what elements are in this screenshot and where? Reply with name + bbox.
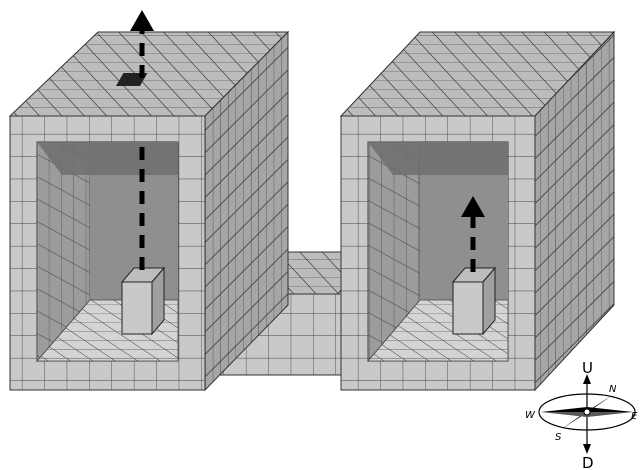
compass-label-east: E — [631, 411, 638, 422]
right-frame — [339, 30, 616, 392]
right-frame-inner-back-wall — [420, 142, 508, 300]
left-frame — [8, 30, 290, 392]
right-cube-front — [452, 281, 484, 335]
compass-label-north: N — [609, 384, 617, 395]
left-cube — [120, 266, 166, 336]
right-frame-inner-shadow — [368, 142, 508, 175]
left-cube-front — [121, 281, 153, 335]
compass-label-up: U — [582, 359, 593, 377]
compass-center — [583, 408, 591, 416]
compass-label-south: S — [555, 432, 562, 443]
left-arrow-head — [130, 10, 154, 31]
right-cube — [451, 266, 497, 336]
compass-rose: U D N E S W — [525, 359, 638, 470]
compass-up-arrowhead — [583, 374, 591, 384]
compass-label-west: W — [525, 410, 536, 421]
left-frame-inner-back-wall — [90, 142, 178, 300]
left-cube-arrow — [130, 10, 154, 270]
compass-down-arrowhead — [583, 444, 591, 454]
compass-label-down: D — [582, 454, 594, 470]
right-cube-arrow — [461, 196, 485, 272]
right-arrow-head — [461, 196, 485, 217]
